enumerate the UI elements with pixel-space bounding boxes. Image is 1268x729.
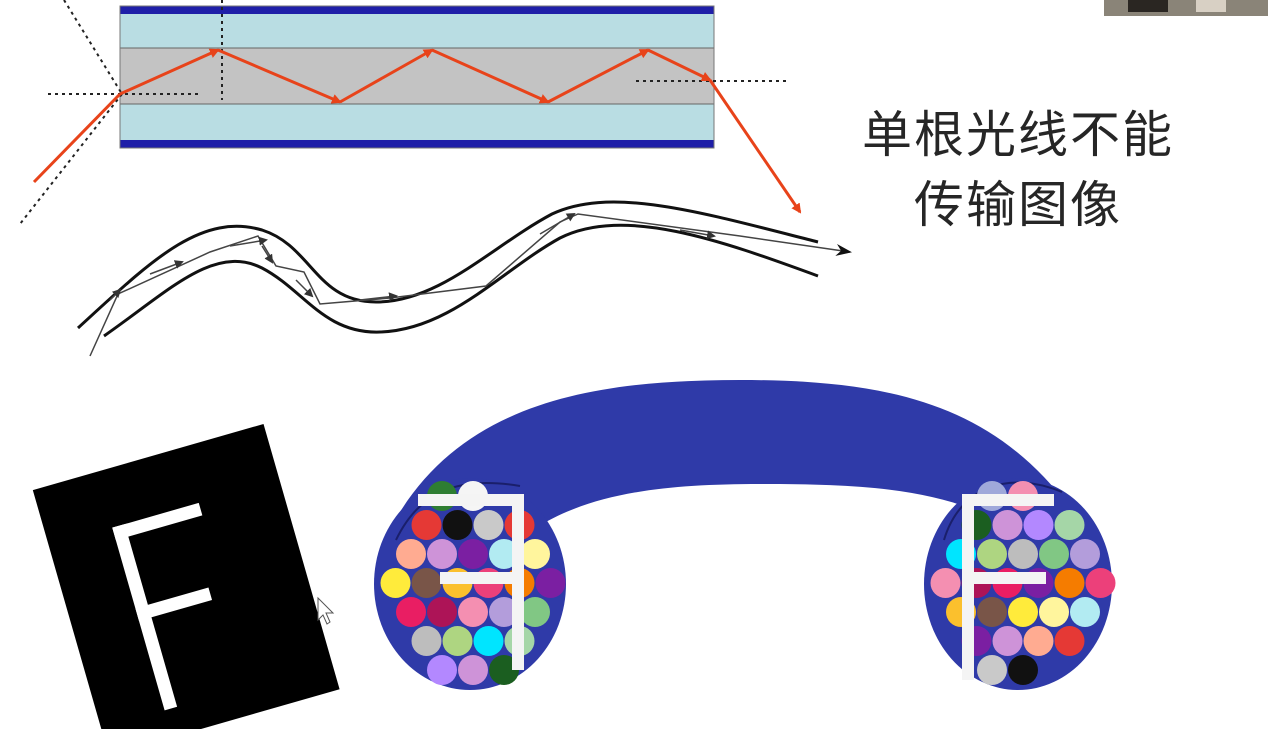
curved-fiber-lower-wall [103, 223, 819, 338]
fiber-core-dot [1070, 597, 1100, 627]
fiber-core-dot [458, 539, 488, 569]
fiber-core-dot [992, 626, 1023, 656]
fiber-core-dot [1070, 539, 1100, 569]
fiber-cladding-bottom [120, 104, 714, 140]
fiber-core-dot [489, 655, 519, 685]
curved-fiber-upper-wall [76, 200, 819, 330]
fiber-core-dot [1054, 510, 1085, 540]
fiber-core-dot [396, 539, 426, 569]
bundle-arch [400, 380, 1070, 556]
fiber-core-dot [411, 510, 442, 540]
fiber-outer-edge-bottom [120, 140, 714, 148]
fiber-core-dot [411, 568, 442, 598]
fiber-core-dot [458, 655, 488, 685]
right-f-vertical [962, 494, 974, 680]
right-f-top [962, 494, 1054, 506]
f-image-background [32, 423, 340, 729]
left-f-top [418, 494, 524, 506]
fiber-core-dot [427, 597, 457, 627]
fiber-cladding-top [120, 14, 714, 48]
left-f-middle [440, 572, 524, 584]
bundle-image-right [962, 494, 1054, 680]
fiber-core-dot [1054, 568, 1085, 598]
fiber-core-dot [1008, 539, 1038, 569]
fiber-core-dot [458, 597, 488, 627]
fiber-bundle [374, 380, 1116, 690]
fiber-core-dot [442, 510, 473, 540]
fiber-core-dot [1008, 655, 1038, 685]
fiber-core-dot [473, 626, 504, 656]
curved-fiber [76, 200, 852, 357]
caption-line-1: 单根光线不能 [862, 106, 1174, 164]
fiber-core-dot [1085, 568, 1116, 598]
fiber-core-dot [489, 539, 519, 569]
fiber-core-dot [427, 539, 457, 569]
f-letter-top-stroke [112, 502, 203, 541]
fiber-core-dot [1008, 597, 1038, 627]
fiber-outer-edge-top [120, 6, 714, 14]
straight-fiber [119, 5, 715, 149]
fiber-core-dot [1023, 626, 1054, 656]
fiber-core-dot [930, 568, 961, 598]
fiber-core-dot [992, 510, 1023, 540]
fiber-core [120, 48, 714, 104]
fiber-core-dot [1023, 510, 1054, 540]
light-ray [32, 48, 802, 214]
fiber-core-dot [977, 597, 1007, 627]
fiber-core-dot [380, 568, 411, 598]
fiber-core-dot [427, 655, 457, 685]
f-letter-middle-stroke [135, 587, 213, 621]
fiber-core-dot [473, 510, 504, 540]
fiber-core-dot [520, 597, 550, 627]
f-source-image [32, 423, 340, 729]
fiber-core-dot [442, 626, 473, 656]
fiber-core-dot [520, 539, 550, 569]
fiber-core-dot [977, 539, 1007, 569]
fiber-core-dot [535, 568, 566, 598]
bundle-image-left [418, 494, 524, 670]
caption-line-2: 传输图像 [914, 176, 1122, 234]
fiber-core-dot [411, 626, 442, 656]
fiber-core-dot [977, 655, 1007, 685]
fiber-core-dot [396, 597, 426, 627]
normal-guide-lines [19, 0, 790, 225]
caption: 单根光线不能 传输图像 [838, 100, 1198, 240]
curved-fiber-ray [89, 212, 852, 357]
right-f-middle [962, 572, 1046, 584]
thumbnail-fragment [1104, 0, 1268, 16]
fiber-core-dot [1039, 597, 1069, 627]
fiber-core-dot [489, 597, 519, 627]
mouse-cursor [317, 596, 335, 625]
fiber-core-dot [1039, 539, 1069, 569]
fiber-core-dot [1054, 626, 1085, 656]
